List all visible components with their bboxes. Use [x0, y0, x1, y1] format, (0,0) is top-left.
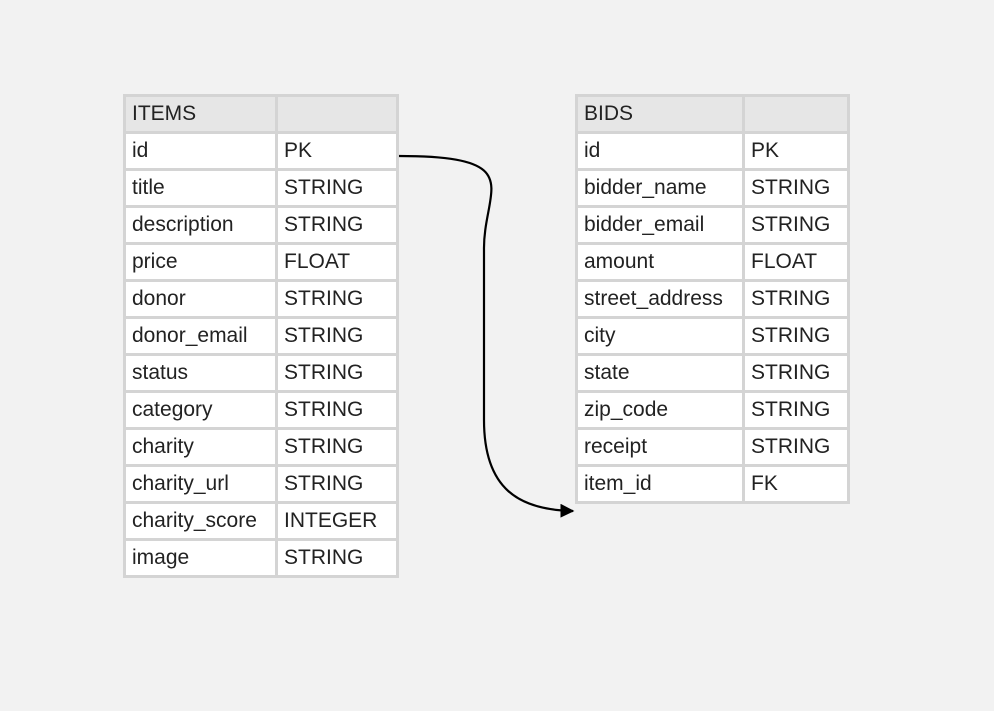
items-field-type: PK — [275, 131, 399, 171]
bids-field-type: PK — [742, 131, 850, 171]
items-field-type: STRING — [275, 427, 399, 467]
bids-field-row: zip_code STRING — [575, 390, 850, 430]
bids-field-name: item_id — [575, 464, 745, 504]
items-field-type: STRING — [275, 279, 399, 319]
bids-field-row: amount FLOAT — [575, 242, 850, 282]
bids-field-type: FLOAT — [742, 242, 850, 282]
bids-field-type: FK — [742, 464, 850, 504]
items-field-type: STRING — [275, 353, 399, 393]
items-field-row: image STRING — [123, 538, 399, 578]
items-field-name: donor — [123, 279, 278, 319]
items-field-name: title — [123, 168, 278, 208]
items-field-type: STRING — [275, 464, 399, 504]
items-field-type: INTEGER — [275, 501, 399, 541]
bids-field-row: street_address STRING — [575, 279, 850, 319]
items-field-row: donor STRING — [123, 279, 399, 319]
items-field-type: FLOAT — [275, 242, 399, 282]
bids-field-name: receipt — [575, 427, 745, 467]
items-field-row: title STRING — [123, 168, 399, 208]
bids-field-name: id — [575, 131, 745, 171]
bids-field-row: receipt STRING — [575, 427, 850, 467]
items-field-row: charity_url STRING — [123, 464, 399, 504]
bids-field-row: state STRING — [575, 353, 850, 393]
bids-field-type: STRING — [742, 427, 850, 467]
items-id-to-bids-item-id-arrow — [398, 154, 575, 518]
bids-header-row: BIDS — [575, 94, 850, 134]
bids-field-name: city — [575, 316, 745, 356]
items-field-name: donor_email — [123, 316, 278, 356]
bids-field-type: STRING — [742, 353, 850, 393]
bids-field-name: bidder_email — [575, 205, 745, 245]
bids-field-row: bidder_name STRING — [575, 168, 850, 208]
items-field-name: status — [123, 353, 278, 393]
items-field-name: image — [123, 538, 278, 578]
items-header-empty-cell — [275, 94, 399, 134]
items-field-name: charity — [123, 427, 278, 467]
bids-table: BIDS id PK bidder_name STRING bidder_ema… — [575, 94, 850, 504]
bids-field-name: bidder_name — [575, 168, 745, 208]
items-table-title: ITEMS — [123, 94, 278, 134]
items-field-row: charity_score INTEGER — [123, 501, 399, 541]
bids-field-name: state — [575, 353, 745, 393]
items-field-type: STRING — [275, 168, 399, 208]
items-field-name: price — [123, 242, 278, 282]
bids-field-row: item_id FK — [575, 464, 850, 504]
items-field-name: id — [123, 131, 278, 171]
items-field-type: STRING — [275, 538, 399, 578]
items-field-row: status STRING — [123, 353, 399, 393]
bids-field-name: zip_code — [575, 390, 745, 430]
bids-header-empty-cell — [742, 94, 850, 134]
bids-field-row: city STRING — [575, 316, 850, 356]
items-field-row: charity STRING — [123, 427, 399, 467]
items-field-name: charity_score — [123, 501, 278, 541]
bids-field-row: id PK — [575, 131, 850, 171]
bids-field-type: STRING — [742, 205, 850, 245]
items-header-row: ITEMS — [123, 94, 399, 134]
items-field-name: category — [123, 390, 278, 430]
bids-field-row: bidder_email STRING — [575, 205, 850, 245]
items-field-row: price FLOAT — [123, 242, 399, 282]
bids-table-title: BIDS — [575, 94, 745, 134]
bids-field-name: street_address — [575, 279, 745, 319]
items-field-type: STRING — [275, 390, 399, 430]
bids-field-type: STRING — [742, 390, 850, 430]
items-field-type: STRING — [275, 316, 399, 356]
bids-field-type: STRING — [742, 316, 850, 356]
items-field-row: category STRING — [123, 390, 399, 430]
items-field-row: description STRING — [123, 205, 399, 245]
items-table: ITEMS id PK title STRING description STR… — [123, 94, 399, 578]
items-field-type: STRING — [275, 205, 399, 245]
items-field-row: id PK — [123, 131, 399, 171]
bids-field-type: STRING — [742, 279, 850, 319]
items-field-name: charity_url — [123, 464, 278, 504]
items-field-name: description — [123, 205, 278, 245]
bids-field-type: STRING — [742, 168, 850, 208]
bids-field-name: amount — [575, 242, 745, 282]
items-field-row: donor_email STRING — [123, 316, 399, 356]
